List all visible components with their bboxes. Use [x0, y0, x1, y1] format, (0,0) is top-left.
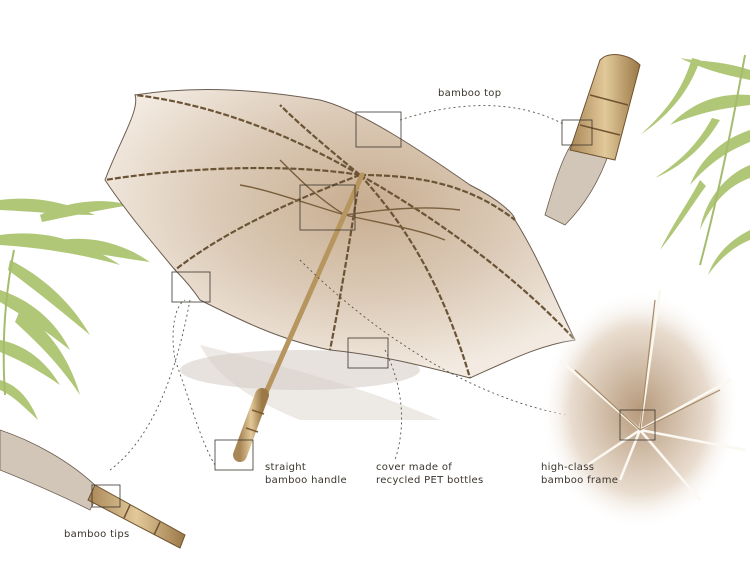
label-bamboo-top: bamboo top	[438, 87, 501, 100]
label-bamboo-tips-text: bamboo tips	[64, 529, 130, 540]
umbrella-canopy	[104, 89, 576, 379]
bamboo-top-detail	[544, 54, 641, 226]
bamboo-leaves-right	[640, 54, 750, 275]
leader-handle	[172, 299, 216, 466]
leader-tips	[109, 299, 191, 471]
leader-cover	[384, 349, 402, 461]
label-handle-line2: bamboo handle	[265, 475, 347, 486]
label-cover-line1: cover made of	[376, 462, 453, 473]
label-bamboo-top-text: bamboo top	[438, 88, 502, 99]
leader-bamboo-top	[399, 105, 566, 126]
bamboo-leaves-left	[0, 198, 150, 420]
bamboo-handle	[233, 388, 269, 462]
umbrella-ribs	[104, 93, 576, 379]
label-frame-line1: high-class	[541, 462, 595, 473]
label-bamboo-tips: bamboo tips	[64, 528, 130, 541]
label-frame-line2: bamboo frame	[541, 475, 619, 486]
bamboo-tips-detail	[0, 429, 186, 549]
label-handle-line1: straight	[265, 462, 307, 473]
label-cover-material: cover made of recycled PET bottles	[376, 461, 484, 487]
label-bamboo-frame: high-class bamboo frame	[541, 461, 618, 487]
leader-frame	[299, 259, 621, 421]
label-cover-line2: recycled PET bottles	[376, 475, 484, 486]
bamboo-frame-detail	[540, 289, 746, 530]
label-straight-bamboo-handle: straight bamboo handle	[265, 461, 347, 487]
